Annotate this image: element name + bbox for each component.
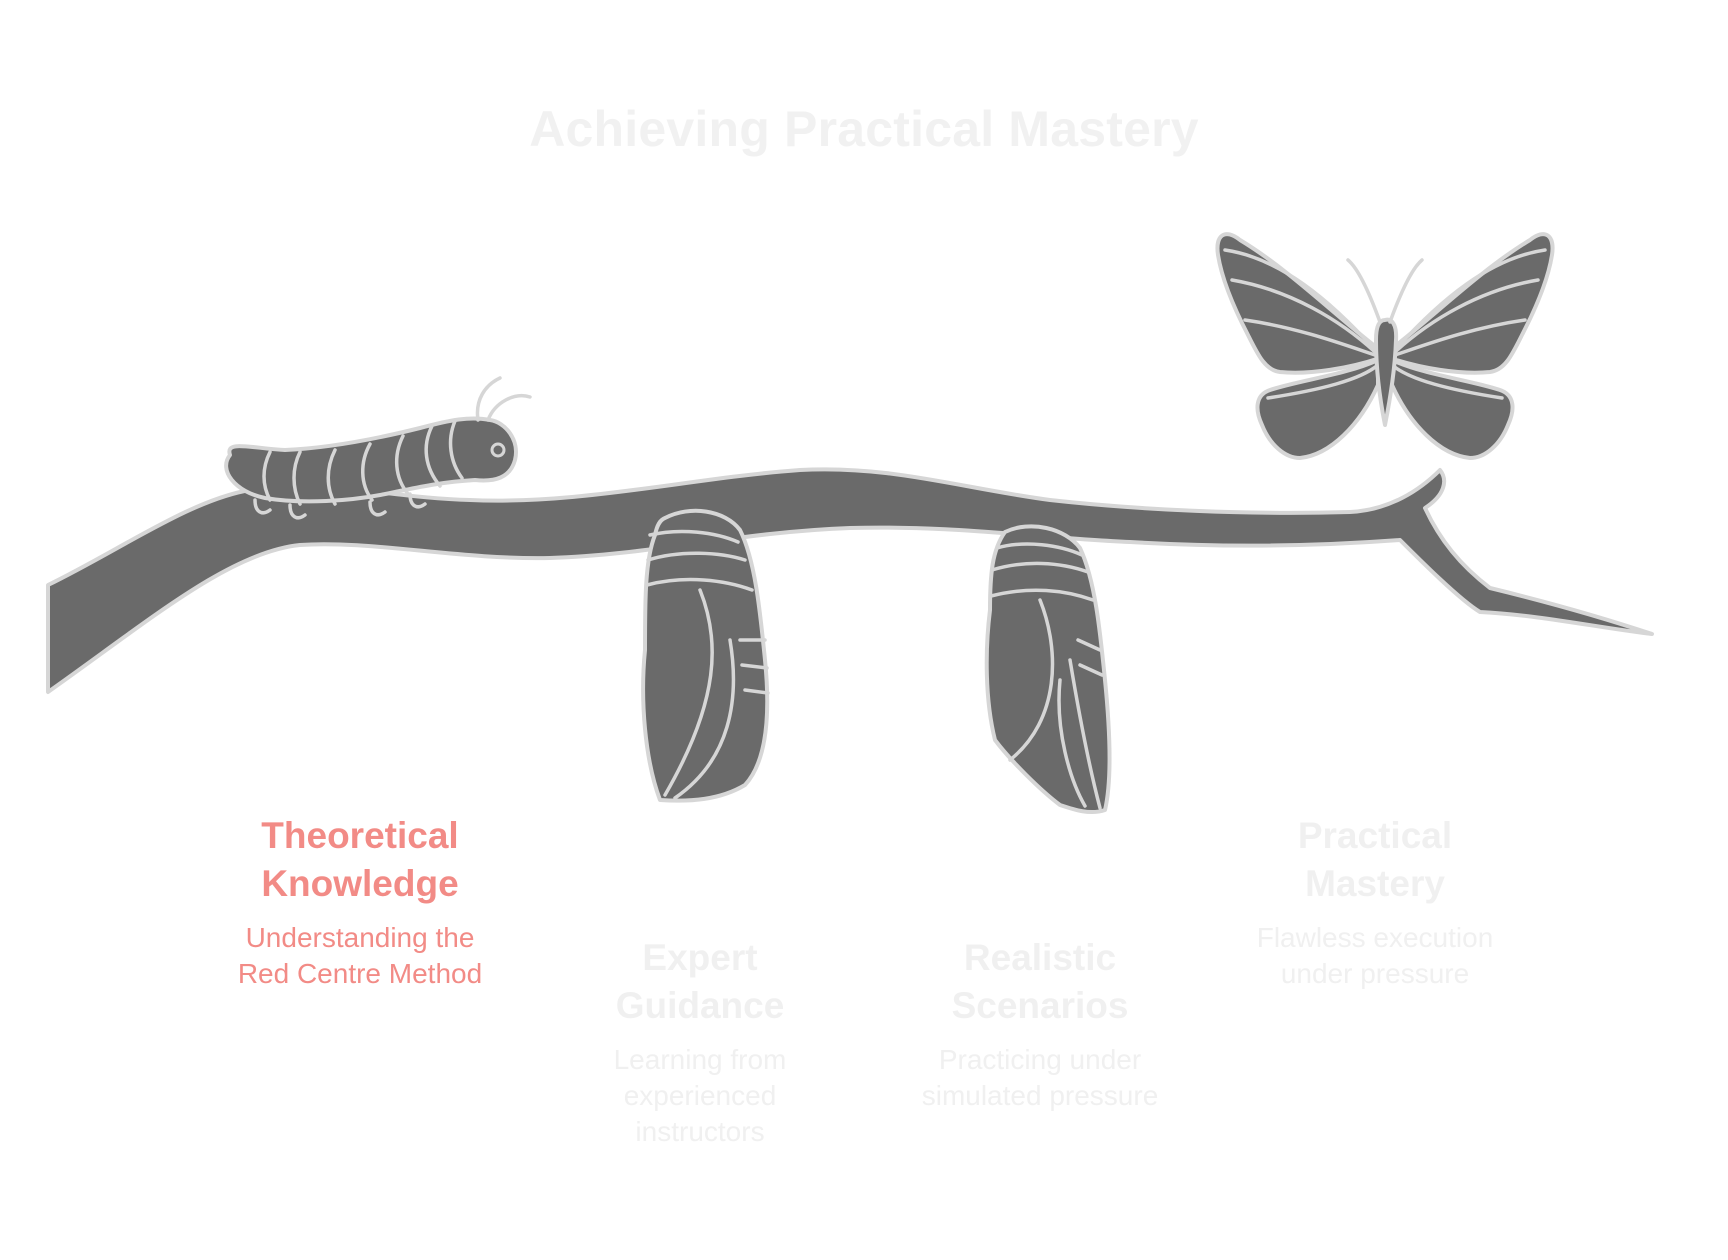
stage-heading: Expert Guidance [555,934,845,1030]
stage-description: Practicing under simulated pressure [880,1042,1200,1114]
stage-heading-line: Expert [642,937,758,978]
stage-heading-line: Knowledge [261,863,459,904]
stage-realistic-scenarios: Realistic Scenarios Practicing under sim… [880,934,1200,1114]
butterfly-icon [1215,232,1555,460]
stage-description: Flawless execution under pressure [1215,920,1535,992]
stage-heading: Practical Mastery [1215,812,1535,908]
chrysalis-icon [984,524,1112,815]
caterpillar-icon [224,376,532,520]
chrysalis-icon [641,508,770,803]
stage-description-line: Understanding the [245,922,475,953]
stage-theoretical-knowledge: Theoretical Knowledge Understanding the … [200,812,520,992]
stage-heading-line: Theoretical [261,815,459,856]
stage-description-line: Learning from [613,1044,787,1075]
stage-heading: Realistic Scenarios [880,934,1200,1030]
stage-description: Understanding the Red Centre Method [200,920,520,992]
stage-heading: Theoretical Knowledge [200,812,520,908]
stage-description-line: simulated pressure [921,1080,1159,1111]
stage-description: Learning from experienced instructors [555,1042,845,1150]
stage-expert-guidance: Expert Guidance Learning from experience… [555,934,845,1150]
stage-heading-line: Realistic [963,937,1117,978]
stage-description-line: experienced [623,1080,777,1111]
stage-heading-line: Guidance [615,985,785,1026]
stage-heading-line: Mastery [1305,863,1445,904]
stage-description-line: instructors [635,1116,765,1147]
diagram-title: Achieving Practical Mastery [529,101,1199,157]
stage-description-line: under pressure [1280,958,1470,989]
stage-practical-mastery: Practical Mastery Flawless execution und… [1215,812,1535,992]
stage-description-line: Red Centre Method [237,958,483,989]
stage-heading-line: Practical [1297,815,1453,856]
stage-description-line: Practicing under [938,1044,1142,1075]
branch-icon [46,467,1654,694]
stage-description-line: Flawless execution [1256,922,1494,953]
stage-heading-line: Scenarios [951,985,1129,1026]
